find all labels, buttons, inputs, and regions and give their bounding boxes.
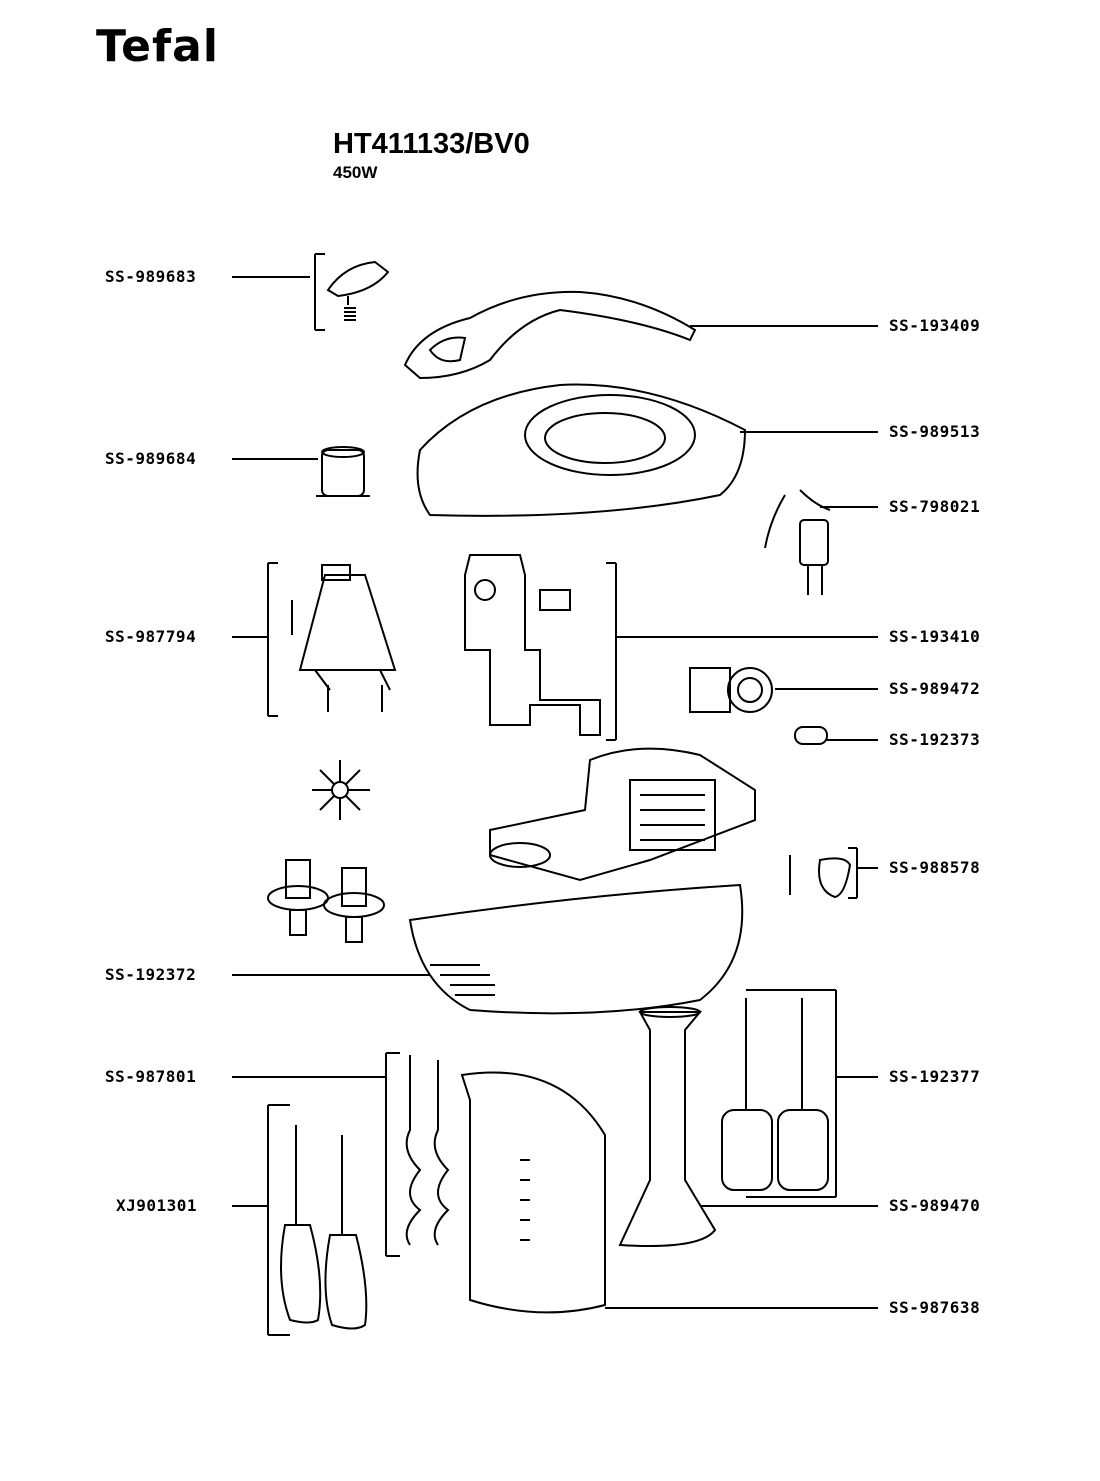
part-label-ss-989683: SS-989683 <box>105 267 197 286</box>
top-housing-part <box>416 383 747 517</box>
leader-lines <box>232 253 878 1336</box>
part-label-ss-192377: SS-192377 <box>889 1067 981 1086</box>
model-number: HT411133/BV0 <box>333 128 530 160</box>
beaker-part <box>460 1071 606 1314</box>
handle-part <box>403 290 697 380</box>
spring-cover-part <box>789 855 852 899</box>
part-label-ss-989684: SS-989684 <box>105 449 197 468</box>
dough-hooks-part <box>405 1055 450 1246</box>
bushing-part <box>316 446 370 497</box>
part-label-ss-192373: SS-192373 <box>889 730 981 749</box>
switch-board-part <box>464 554 601 736</box>
part-label-ss-193409: SS-193409 <box>889 316 981 335</box>
part-label-ss-798021: SS-798021 <box>889 497 981 516</box>
brand-logo: Tefal <box>96 21 219 72</box>
part-label-ss-989513: SS-989513 <box>889 422 981 441</box>
button-part <box>326 260 390 321</box>
power-rating: 450W <box>333 163 378 182</box>
part-label-ss-987794: SS-987794 <box>105 627 197 646</box>
fan-part <box>312 760 370 820</box>
part-label-ss-989472: SS-989472 <box>889 679 981 698</box>
part-label-ss-987638: SS-987638 <box>889 1298 981 1317</box>
motor-assembly-part <box>489 747 756 882</box>
part-label-xj901301: XJ901301 <box>116 1196 198 1215</box>
blender-foot-part <box>618 1006 717 1247</box>
part-label-ss-987801: SS-987801 <box>105 1067 197 1086</box>
whisks-part <box>721 998 829 1191</box>
part-label-ss-988578: SS-988578 <box>889 858 981 877</box>
motor-support-part <box>689 667 773 713</box>
beaters-part <box>280 1125 368 1330</box>
part-label-ss-192372: SS-192372 <box>105 965 197 984</box>
bottom-housing-part <box>408 883 744 1015</box>
power-cord-part <box>764 489 831 595</box>
part-label-ss-989470: SS-989470 <box>889 1196 981 1215</box>
gears-part <box>267 859 385 943</box>
ejector-part <box>291 564 397 712</box>
cord-guard-part <box>794 726 828 745</box>
part-label-ss-193410: SS-193410 <box>889 627 981 646</box>
